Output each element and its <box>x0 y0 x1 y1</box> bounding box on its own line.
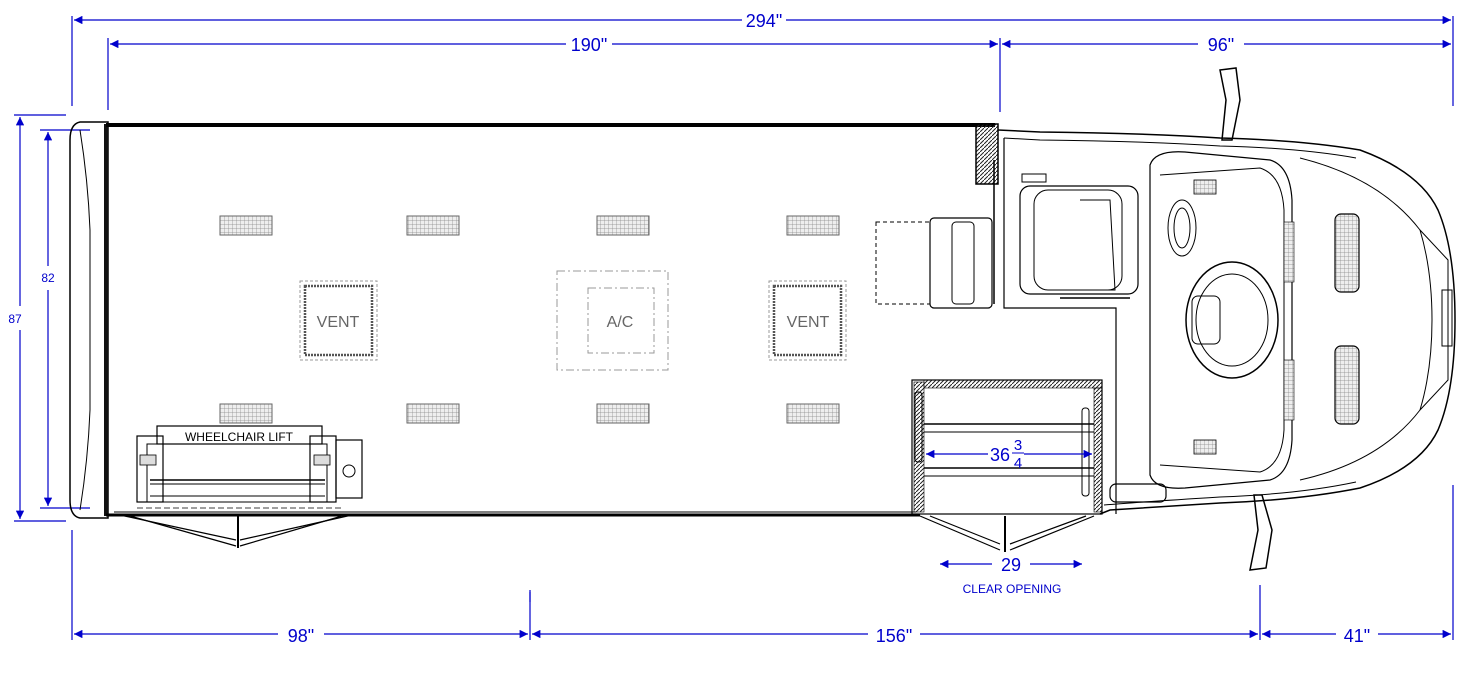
cab <box>997 67 1456 571</box>
front-seat <box>875 160 995 309</box>
dim-interior-width: 82 <box>40 129 90 509</box>
roof-vent-left: VENT <box>299 280 378 361</box>
dim-cab-length: 96" <box>1002 35 1452 55</box>
light-grille <box>219 403 273 424</box>
light-grille <box>786 215 840 236</box>
step-width-whole: 36 <box>990 445 1010 465</box>
light-grille <box>786 403 840 424</box>
exterior-width-label: 87 <box>8 312 22 326</box>
wheelbase-label: 156" <box>876 626 912 646</box>
light-grille <box>406 215 460 236</box>
roof-vent-right: VENT <box>768 280 847 361</box>
wheelchair-lift-label: WHEELCHAIR LIFT <box>185 430 294 444</box>
light-grille <box>596 215 650 236</box>
interior-width-label: 82 <box>41 271 55 285</box>
step-width-numerator: 3 <box>1014 437 1022 454</box>
ceiling-lights <box>219 215 840 424</box>
light-grille <box>406 403 460 424</box>
wheelchair-lift: WHEELCHAIR LIFT <box>136 425 363 509</box>
door-clear-opening-dim: 29 CLEAR OPENING <box>940 555 1083 596</box>
door-clear-width: 29 <box>1001 555 1021 575</box>
dim-exterior-width: 87 <box>8 114 66 522</box>
front-overhang-label: 41" <box>1344 626 1370 646</box>
vent-right-label: VENT <box>787 314 830 331</box>
dim-body-length: 190" <box>107 35 1001 112</box>
entry-steps: 36 3 4 <box>911 379 1103 552</box>
step-width-denominator: 4 <box>1014 455 1022 472</box>
bus-body <box>69 121 999 548</box>
clear-opening-label: CLEAR OPENING <box>963 582 1062 596</box>
dim-bottom-chain: 98" 156" 41" <box>71 485 1454 646</box>
ac-unit: A/C <box>556 270 669 371</box>
light-grille <box>219 215 273 236</box>
dim-overall-length: 294" <box>71 11 1454 106</box>
vent-left-label: VENT <box>317 314 360 331</box>
rear-overhang-label: 98" <box>288 626 314 646</box>
light-grille <box>596 403 650 424</box>
body-length-label: 190" <box>571 35 607 55</box>
ac-label: A/C <box>607 314 634 331</box>
cab-length-label: 96" <box>1208 35 1234 55</box>
overall-length-label: 294" <box>746 11 782 31</box>
